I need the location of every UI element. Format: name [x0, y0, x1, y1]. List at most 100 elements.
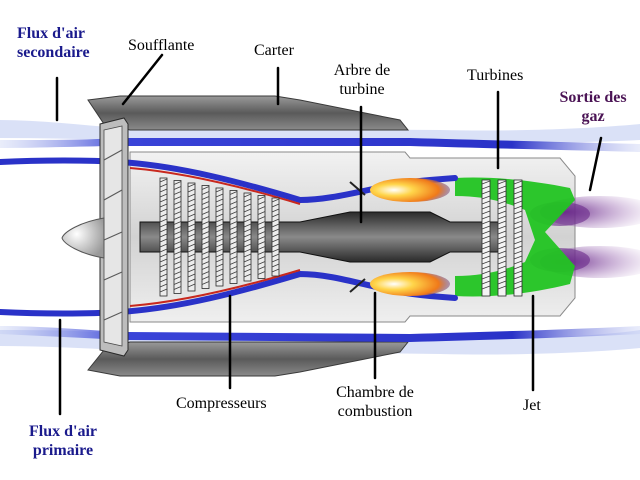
- compressor-blade-line: [159, 248, 168, 253]
- compressor-blade-line: [173, 186, 182, 190]
- compressor-blade-line: [187, 268, 196, 273]
- compressor-blade-line: [243, 258, 252, 263]
- turbine-blade-line: [497, 285, 507, 290]
- compressor-blade-line: [173, 251, 182, 255]
- compressor-blade-line: [173, 181, 182, 185]
- compressor-blade-line: [257, 201, 266, 205]
- compressor-blade-line: [243, 273, 252, 278]
- compressor-blade-line: [215, 228, 224, 233]
- compressor-blade-line: [173, 256, 182, 260]
- compressor-blade-line: [173, 286, 182, 290]
- turbine-blade-line: [513, 255, 523, 260]
- compressor-blade-line: [187, 248, 196, 253]
- compressor-blade-line: [229, 211, 238, 215]
- compressor-blade-line: [257, 256, 266, 260]
- compressor-blade-line: [257, 196, 266, 200]
- compressor-blade-line: [201, 276, 210, 280]
- compressor-blade-line: [271, 228, 280, 233]
- compressor-blade-line: [229, 251, 238, 255]
- compressor-blade-line: [271, 233, 280, 238]
- turbine-blade-line: [481, 245, 491, 250]
- compressor-blade-line: [159, 228, 168, 233]
- label-turbines: Turbines: [467, 67, 524, 84]
- compressor-blade-line: [215, 258, 224, 263]
- compressor-blade-line: [229, 226, 238, 230]
- turbine-blade-line: [481, 265, 491, 270]
- compressor-blade-line: [201, 251, 210, 255]
- turbine-blade-line: [513, 215, 523, 220]
- casing-bottom: [87, 341, 410, 377]
- compressor-blade-line: [173, 201, 182, 205]
- compressor-blade-line: [173, 241, 182, 245]
- secondary-airflow-top: [0, 138, 640, 152]
- compressor-blade-line: [173, 276, 182, 280]
- compressor-blade-line: [173, 266, 182, 270]
- compressor-blade-line: [215, 198, 224, 203]
- compressor-blade-line: [201, 261, 210, 265]
- compressor-blade-line: [159, 238, 168, 243]
- label-casing: Carter: [254, 42, 294, 59]
- turbine-blade-line: [513, 245, 523, 250]
- turbine-blade-line: [497, 200, 507, 205]
- compressor-blade-line: [215, 193, 224, 198]
- compressor-blade-line: [201, 231, 210, 235]
- label-jet: Jet: [523, 397, 541, 414]
- compressor-stage: [257, 195, 266, 279]
- compressor-blade-line: [229, 261, 238, 265]
- compressor-blade-line: [159, 223, 168, 228]
- compressor-blade-line: [159, 243, 168, 248]
- compressor-blade-line: [159, 203, 168, 208]
- turbine-blade-line: [481, 240, 491, 245]
- compressor-blade-line: [159, 283, 168, 288]
- turbine-blade-line: [481, 285, 491, 290]
- compressor-blade-line: [215, 203, 224, 208]
- compressor-blade-line: [271, 243, 280, 248]
- turbine-blade-line: [497, 255, 507, 260]
- compressor-blade-line: [201, 236, 210, 240]
- turbine-blade-line: [497, 235, 507, 240]
- compressor-blade-line: [229, 236, 238, 240]
- compressor-blade-line: [215, 218, 224, 223]
- turbine-blade-line: [497, 270, 507, 275]
- compressor-blade-line: [201, 266, 210, 270]
- compressor-blade-line: [201, 271, 210, 275]
- compressor-blade-line: [201, 226, 210, 230]
- compressor-blade-line: [201, 186, 210, 190]
- compressor-blade-line: [243, 233, 252, 238]
- compressor-blade-line: [243, 213, 252, 218]
- turbine-blade-line: [497, 210, 507, 215]
- compressor-blade-line: [229, 206, 238, 210]
- compressor-blade-line: [243, 228, 252, 233]
- label-fan: Soufflante: [128, 37, 195, 54]
- compressor-blade-line: [215, 273, 224, 278]
- turbine-blade-line: [513, 200, 523, 205]
- compressor-blade-line: [187, 183, 196, 188]
- compressor-blade-line: [257, 236, 266, 240]
- compressor-blade-line: [187, 283, 196, 288]
- turbine-blade-line: [513, 260, 523, 265]
- turbine-blade-line: [513, 195, 523, 200]
- compressor-stage: [201, 185, 210, 289]
- turbine-blade-line: [513, 285, 523, 290]
- turbine-blade-line: [513, 190, 523, 195]
- compressor-blade-line: [271, 258, 280, 263]
- compressor-blade-line: [187, 203, 196, 208]
- compressor-blade-line: [159, 233, 168, 238]
- turbine-blade-line: [497, 275, 507, 280]
- compressor-blade-line: [229, 191, 238, 195]
- compressor-blade-line: [215, 263, 224, 268]
- compressor-blade-line: [201, 241, 210, 245]
- turbine-blade-line: [513, 275, 523, 280]
- compressor-blade-line: [159, 278, 168, 283]
- compressor-blade-line: [243, 253, 252, 258]
- compressor-blade-line: [257, 271, 266, 275]
- compressor-blade-line: [243, 223, 252, 228]
- compressor-blade-line: [257, 206, 266, 210]
- compressor-blade-line: [229, 231, 238, 235]
- label-secondary-airflow: Flux d'air secondaire: [17, 25, 90, 61]
- turbine-blade-line: [481, 180, 491, 185]
- turbine-blade-line: [497, 225, 507, 230]
- turbine-blade-line: [481, 255, 491, 260]
- compressor-blade-line: [173, 271, 182, 275]
- compressor-blade-line: [187, 263, 196, 268]
